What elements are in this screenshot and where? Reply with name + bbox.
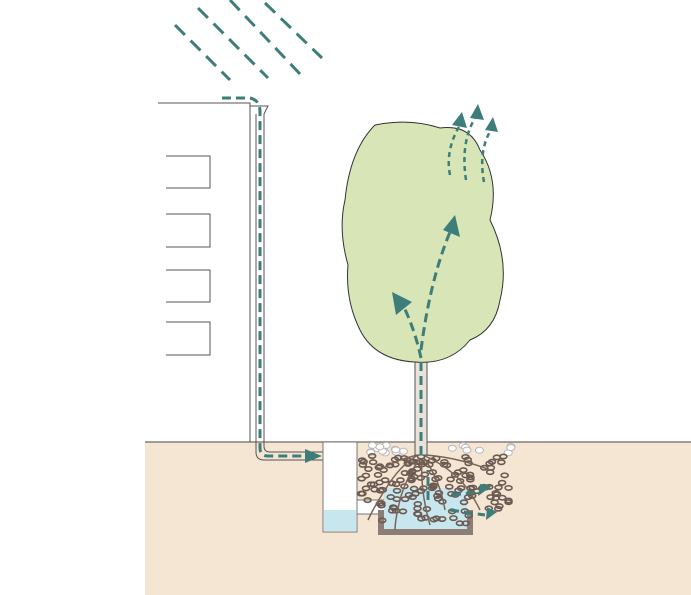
soil-pebble xyxy=(391,507,401,514)
soil-pebble xyxy=(492,454,502,461)
soil-pebble xyxy=(391,481,401,488)
soil-pebble xyxy=(400,496,410,503)
soil-pebble xyxy=(392,487,402,494)
arrow-head xyxy=(470,104,484,120)
arrow-head xyxy=(305,449,322,463)
soil-pebble xyxy=(459,499,469,506)
arrow-head xyxy=(443,215,460,237)
soil-pebble xyxy=(455,478,465,485)
water-uptake-arrow xyxy=(401,231,486,517)
soil-pebble xyxy=(368,459,378,466)
soil-pebble xyxy=(497,459,506,466)
soil-pebble xyxy=(428,469,438,476)
soil-pebble xyxy=(494,484,503,491)
soil-pebble xyxy=(361,472,371,479)
soil-pebble xyxy=(377,517,387,524)
soil-pebble xyxy=(375,463,385,470)
soil-pebble xyxy=(400,469,410,476)
gravel-stone xyxy=(506,444,516,452)
soil-pebble xyxy=(432,515,441,522)
soil-pebble xyxy=(433,495,443,502)
soil-pebble xyxy=(387,507,397,514)
downspout-flow-arrow xyxy=(222,96,306,458)
soil-pebble xyxy=(444,483,454,490)
soil-pebble xyxy=(416,474,426,481)
building-icon xyxy=(158,102,251,442)
rain-icon xyxy=(173,0,324,82)
soil-pebble xyxy=(375,479,384,486)
arrow-head xyxy=(486,507,497,520)
soil-pebble xyxy=(485,460,494,467)
soil-pebble xyxy=(497,479,507,486)
soil-pebble xyxy=(454,487,463,494)
arrow-head xyxy=(392,292,412,315)
gravel-stone xyxy=(399,447,409,455)
gravel-stone xyxy=(462,446,472,454)
soil-pebble xyxy=(413,510,422,517)
gravel-stone xyxy=(474,446,484,454)
soil-pebble xyxy=(417,515,426,522)
soil-pebble xyxy=(434,489,444,496)
gravel-layer xyxy=(366,441,516,457)
soil-pebble xyxy=(461,472,470,479)
soil-pebble xyxy=(367,453,377,460)
gravel-stone xyxy=(375,443,385,451)
soil-pebble xyxy=(358,461,368,468)
soil-pebble xyxy=(504,499,513,506)
soil-pebble xyxy=(461,453,470,460)
soil-pebble xyxy=(459,467,468,474)
tree-icon xyxy=(341,121,504,456)
gravel-stone xyxy=(367,441,377,449)
downspout-icon xyxy=(250,105,325,461)
soil-pebble xyxy=(449,515,458,522)
soil-pebble xyxy=(493,505,503,512)
soil-pebbles xyxy=(356,453,513,527)
arrow-head xyxy=(452,112,467,128)
soil-pebble xyxy=(437,516,447,523)
gravel-stone xyxy=(391,446,401,454)
soil-pebble xyxy=(504,484,513,491)
soil-pebble xyxy=(404,491,414,498)
soil-pebble xyxy=(497,494,507,501)
arrow-head xyxy=(485,117,498,132)
soil-pebble xyxy=(358,490,367,497)
inlet-chamber xyxy=(322,441,388,533)
soil-pebble xyxy=(429,482,438,489)
soil-pebble xyxy=(486,494,495,501)
arrow-head xyxy=(478,484,492,496)
soil-pebble xyxy=(364,466,373,473)
soil-pebble xyxy=(396,477,405,484)
soil-pebble xyxy=(446,476,455,483)
soil-pebble xyxy=(466,476,475,483)
tree-roots xyxy=(367,454,491,531)
soil-pebble xyxy=(455,520,465,527)
soil-pebble xyxy=(500,472,509,479)
soil-pebble xyxy=(421,514,430,521)
soil-pebble xyxy=(357,475,366,482)
soil-pebble xyxy=(361,485,371,492)
soil-pebble xyxy=(363,497,372,504)
soil-pebble xyxy=(461,520,471,527)
gravel-stone xyxy=(447,444,457,452)
soil-pebble xyxy=(413,505,422,512)
soil-pebble xyxy=(373,471,383,478)
soil-pebble xyxy=(403,460,413,467)
transpiration-arrows-icon xyxy=(447,114,494,183)
soil-pebble xyxy=(409,485,419,492)
soil-pebble xyxy=(433,492,442,499)
